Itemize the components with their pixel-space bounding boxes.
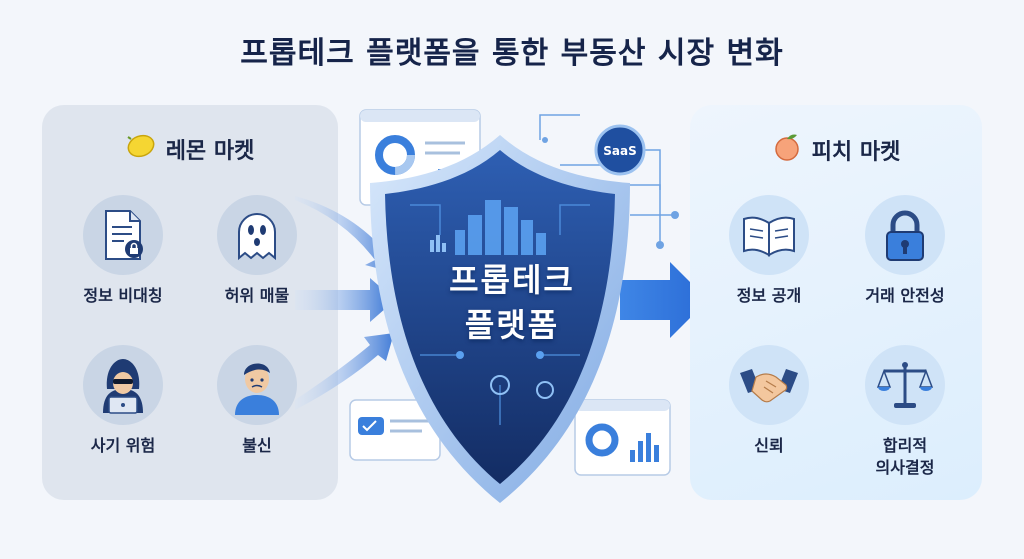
shield-title-line2: 플랫폼: [464, 306, 560, 344]
info-asymmetry-label: 정보 비대칭: [83, 286, 163, 305]
rational-decision-label-line2: 의사결정: [875, 458, 935, 477]
rational-decision-label-line1: 합리적: [882, 436, 928, 455]
peach-market-heading: 피치 마켓: [690, 133, 982, 167]
padlock-icon: [865, 195, 945, 275]
saas-label: SaaS: [603, 144, 636, 158]
worried-person-icon: [217, 345, 297, 425]
distrust-item: 불신: [192, 345, 322, 457]
chat-window: [349, 399, 441, 461]
distrust-label: 불신: [242, 436, 272, 455]
analytics-window: [574, 399, 671, 476]
outgoing-arrow: [620, 262, 708, 338]
fraud-risk-label: 사기 위험: [90, 436, 156, 455]
proptech-shield-graphic: SaaS: [295, 109, 708, 503]
hooded-hacker-icon: [83, 345, 163, 425]
peach-market-label: 피치 마켓: [811, 140, 901, 165]
ghost-icon: [217, 195, 297, 275]
page-title: 프롭테크 플랫폼을 통한 부동산 시장 변화: [240, 36, 784, 71]
fake-listing-label: 허위 매물: [224, 286, 290, 305]
info-asymmetry-item: 정보 비대칭: [58, 195, 188, 307]
fake-listing-item: 허위 매물: [192, 195, 322, 307]
fraud-risk-item: 사기 위험: [58, 345, 188, 457]
shield-icon: [370, 135, 630, 503]
balance-scale-icon: [865, 345, 945, 425]
locked-document-icon: [83, 195, 163, 275]
transaction-safety-label: 거래 안전성: [865, 286, 945, 305]
handshake-icon: [729, 345, 809, 425]
rational-decision-item: 합리적 의사결정: [840, 345, 970, 479]
lemon-market-heading: 레몬 마켓: [42, 133, 338, 165]
info-disclosure-label: 정보 공개: [736, 286, 802, 305]
info-disclosure-item: 정보 공개: [704, 195, 834, 307]
peach-market-panel: 피치 마켓 정보 공개 거래 안전성: [690, 105, 982, 500]
peach-icon: [772, 133, 802, 167]
saas-badge: SaaS: [594, 124, 646, 176]
lemon-icon: [126, 133, 156, 165]
shield-title-line1: 프롭테크: [449, 261, 575, 299]
trust-label: 신뢰: [754, 436, 784, 455]
lemon-market-panel: 레몬 마켓 정보 비대칭 허위 매물: [42, 105, 338, 500]
open-book-icon: [729, 195, 809, 275]
rational-decision-label: 합리적 의사결정: [840, 435, 970, 479]
transaction-safety-item: 거래 안전성: [840, 195, 970, 307]
lemon-market-label: 레몬 마켓: [165, 139, 255, 164]
trust-item: 신뢰: [704, 345, 834, 457]
